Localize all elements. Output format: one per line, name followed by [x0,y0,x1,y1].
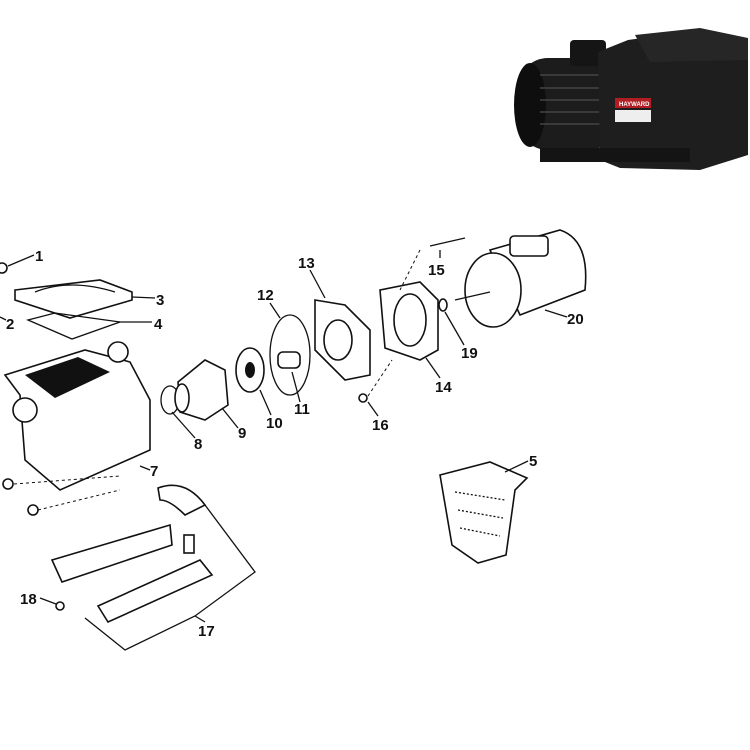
part-number-label-12: 12 [257,287,274,304]
part-number-label-20: 20 [567,311,584,328]
part-number-label-17: 17 [198,623,215,640]
part-number-label-16: 16 [372,417,389,434]
part-number-label-5: 5 [529,453,537,470]
pump-brand-logo: HAYWARD [619,102,650,108]
part-number-label-4: 4 [154,316,163,333]
part-bolt [399,237,466,291]
part-base-feet [50,484,256,651]
part-number-label-10: 10 [266,415,283,432]
part-lid [14,279,133,319]
part-diffuser-adapter [174,359,229,421]
part-seal [277,351,301,369]
part-lid-screw [0,262,8,274]
part-washer [438,298,448,312]
part-seal-plate [314,299,371,381]
part-number-label-13: 13 [298,255,315,272]
part-basket [439,461,529,564]
part-number-label-3: 3 [156,292,164,309]
part-number-label-8: 8 [194,436,202,453]
part-number-label-19: 19 [461,345,478,362]
part-number-label-18: 18 [20,591,37,608]
part-housing-screws [2,475,121,516]
part-flange-bolt [358,359,393,403]
part-number-label-14: 14 [435,379,452,396]
part-number-label-7: 7 [150,463,158,480]
part-number-label-1: 1 [35,248,43,265]
part-number-label-11: 11 [294,401,310,418]
pump-photo: HAYWARD [514,28,748,170]
part-seal-plate-gasket [269,314,311,396]
part-number-label-2: 2 [6,316,14,333]
part-base-screw [55,601,65,611]
part-strainer-housing [3,341,151,491]
part-number-label-9: 9 [238,425,246,442]
part-number-label-15: 15 [428,262,445,279]
part-motor-flange [379,281,439,361]
part-impeller [235,347,265,393]
leader-lines [0,250,568,623]
part-motor [454,229,587,328]
